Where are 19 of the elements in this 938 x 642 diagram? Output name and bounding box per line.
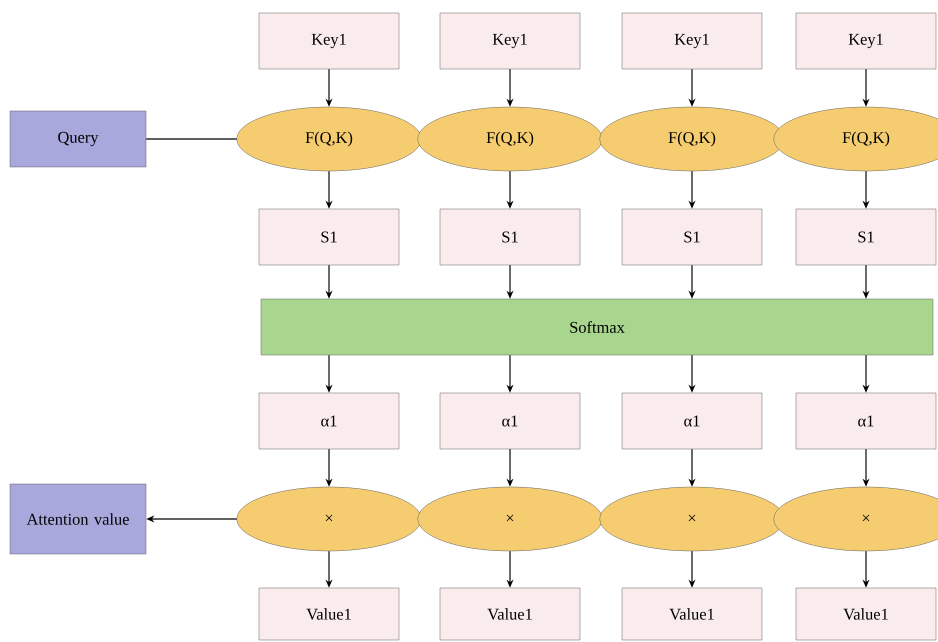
process-box: S1 [622,208,762,266]
process-box: Value1 [440,588,580,640]
process-box: α1 [440,392,580,450]
process-box: Key1 [622,12,762,70]
process-box: S1 [796,208,936,266]
process-box: Key1 [258,12,400,70]
process-box: α1 [258,392,400,450]
process-box: S1 [258,208,400,266]
process-box: Key1 [796,12,936,70]
process-box: α1 [796,392,936,450]
softmax-bar: Softmax [260,298,934,356]
process-box: Value1 [796,588,936,640]
process-box: Value1 [622,588,762,640]
input-output-box: Query [10,110,146,168]
process-box: α1 [622,392,762,450]
process-box: S1 [440,208,580,266]
input-output-box: Attention value [10,484,146,554]
process-box: Key1 [440,12,580,70]
process-box: Value1 [258,588,400,640]
